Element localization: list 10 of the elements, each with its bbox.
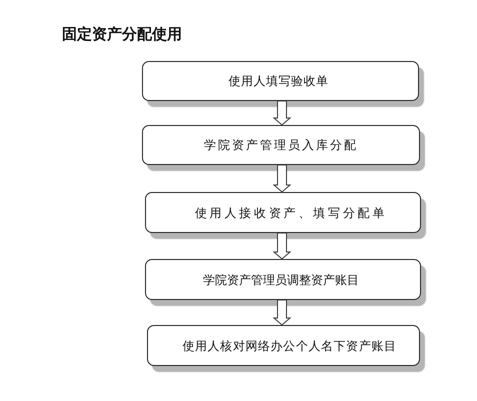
process-box: 学院资产管理员入库分配: [142, 125, 420, 165]
arrow: [272, 300, 292, 326]
process-box: 学院资产管理员调整资产账目: [145, 259, 421, 300]
process-box: 使用人填写验收单: [142, 61, 419, 101]
process-box: 使用人核对网络办公个人名下资产账目: [147, 325, 420, 366]
diagram-title: 固定资产分配使用: [62, 24, 182, 44]
arrow: [272, 100, 292, 126]
process-box: 使用人接收资产、填写分配单: [145, 192, 421, 233]
arrow: [272, 164, 292, 193]
arrow: [272, 232, 292, 260]
